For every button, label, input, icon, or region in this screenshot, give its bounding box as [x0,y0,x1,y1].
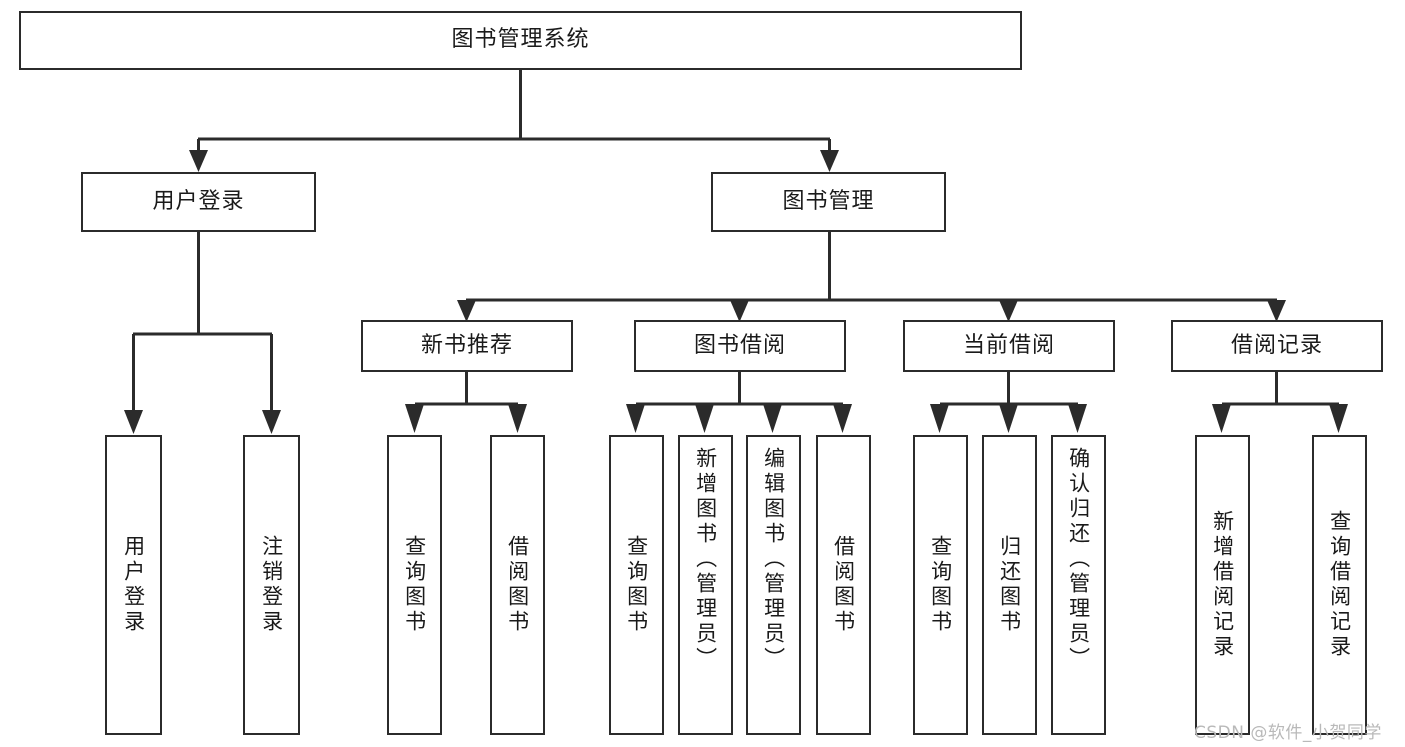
arrow-leaf-edit-book [763,404,782,433]
arrow-leaf-user-login [124,410,143,434]
arrow-leaf-query-book-2 [626,404,645,433]
node-label: 新书推荐 [420,332,513,358]
node-label: 当前借阅 [962,332,1055,358]
arrow-leaf-add-book [695,404,714,433]
csdn-watermark: CSDN @软件_小贺同学 [1194,723,1382,743]
arrow-leaf-query-book-3 [930,404,949,433]
node-leaf-borrow-book-2[interactable]: 借阅图书 [816,435,871,735]
arrow-leaf-borrow-book-1 [508,404,527,433]
node-label: 查询图书 [624,535,649,635]
node-user-login[interactable]: 用户登录 [81,172,316,232]
node-label: 确认归还（管理员） [1066,447,1091,672]
node-label: 用户登录 [121,535,146,635]
arrow-leaf-query-book-1 [405,404,424,433]
arrow-to-user-login [189,150,208,172]
node-leaf-logout-login[interactable]: 注销登录 [243,435,300,735]
node-leaf-add-record[interactable]: 新增借阅记录 [1195,435,1250,735]
node-label: 编辑图书（管理员） [761,447,786,672]
node-leaf-borrow-book-1[interactable]: 借阅图书 [490,435,545,735]
node-leaf-query-record[interactable]: 查询借阅记录 [1312,435,1367,735]
node-label: 图书借阅 [693,332,786,358]
arrow-leaf-confirm-return [1068,404,1087,433]
node-label: 注销登录 [259,535,284,635]
node-label: 查询借阅记录 [1327,510,1352,660]
node-label: 借阅记录 [1230,332,1323,358]
arrow-leaf-add-record [1212,404,1231,433]
node-label: 查询图书 [928,535,953,635]
node-label: 借阅图书 [831,535,856,635]
node-leaf-confirm-return[interactable]: 确认归还（管理员） [1051,435,1106,735]
arrow-leaf-return-book [999,404,1018,433]
node-label: 图书管理 [782,188,875,214]
node-label: 新增借阅记录 [1210,510,1235,660]
node-book-management[interactable]: 图书管理 [711,172,946,232]
node-leaf-query-book-3[interactable]: 查询图书 [913,435,968,735]
arrow-leaf-query-record [1329,404,1348,433]
node-label: 归还图书 [997,535,1022,635]
arrow-to-borrow-record [1267,300,1286,322]
node-label: 借阅图书 [505,535,530,635]
node-new-book-recommend[interactable]: 新书推荐 [361,320,573,372]
node-leaf-user-login[interactable]: 用户登录 [105,435,162,735]
arrow-to-current-borrow [999,300,1018,322]
node-label: 新增图书（管理员） [693,447,718,672]
node-label: 查询图书 [402,535,427,635]
arrow-leaf-logout-login [262,410,281,434]
node-leaf-query-book-1[interactable]: 查询图书 [387,435,442,735]
node-book-borrow[interactable]: 图书借阅 [634,320,846,372]
arrow-to-book-borrow [730,300,749,322]
node-current-borrow[interactable]: 当前借阅 [903,320,1115,372]
arrow-leaf-borrow-book-2 [833,404,852,433]
arrow-to-new-book-recommend [457,300,476,322]
node-leaf-query-book-2[interactable]: 查询图书 [609,435,664,735]
node-label: 图书管理系统 [451,27,590,53]
node-borrow-record[interactable]: 借阅记录 [1171,320,1383,372]
arrow-to-book-management [820,150,839,172]
node-root-system[interactable]: 图书管理系统 [19,11,1022,70]
node-label: 用户登录 [152,188,245,214]
node-leaf-return-book[interactable]: 归还图书 [982,435,1037,735]
node-leaf-edit-book[interactable]: 编辑图书（管理员） [746,435,801,735]
node-leaf-add-book[interactable]: 新增图书（管理员） [678,435,733,735]
